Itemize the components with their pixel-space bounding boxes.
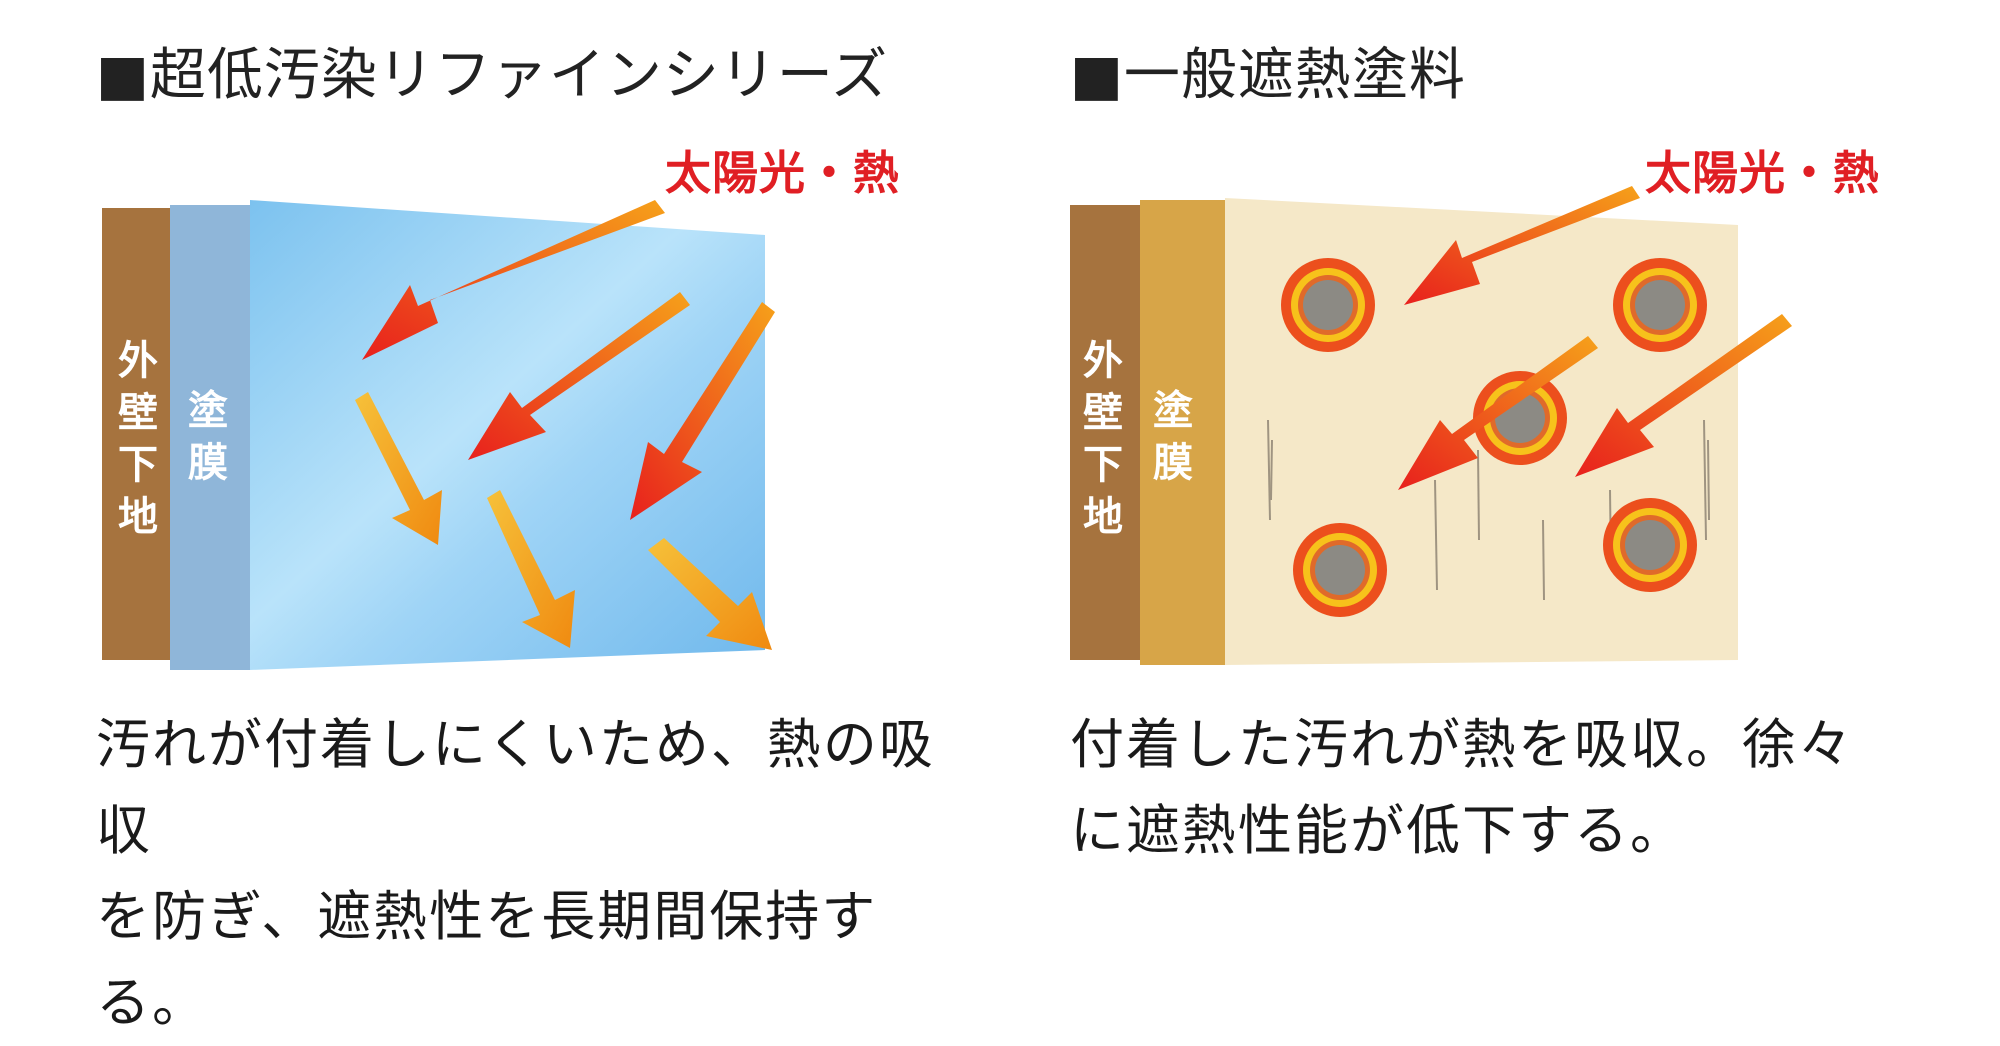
dirt-stain-icon bbox=[1281, 258, 1375, 352]
coating-layer bbox=[1140, 200, 1225, 665]
coating-label: 塗膜 bbox=[188, 388, 228, 486]
reflected-arrow-icon bbox=[355, 392, 442, 545]
dirt-stain-icon bbox=[1613, 258, 1707, 352]
heat-arrow-icon bbox=[468, 292, 690, 460]
dirt-stain-icon bbox=[1603, 498, 1697, 592]
sunlight-heat-label: 太陽光・熱 bbox=[1645, 146, 1880, 200]
wall-substrate bbox=[1070, 205, 1140, 660]
description-line: 汚れが付着しにくいため、熱の吸収 bbox=[96, 713, 935, 862]
heat-arrow-icon bbox=[1398, 336, 1598, 490]
description: 付着した汚れが熱を吸収。徐々 に遮熱性能が低下する。 bbox=[1070, 702, 1970, 874]
coating-layer bbox=[170, 205, 250, 670]
sunlight-heat-label: 太陽光・熱 bbox=[665, 146, 900, 200]
wall-substrate-label: 外壁下地 bbox=[118, 338, 158, 540]
refine-wall-diagram bbox=[102, 200, 775, 670]
heat-arrow-icon bbox=[630, 302, 775, 520]
heat-arrow-icon bbox=[1575, 314, 1792, 477]
reflected-arrow-icon bbox=[648, 538, 772, 650]
panel-refine-series: ■超低汚染リファインシリーズ 太陽光・熱 外壁下地 塗膜 汚れが付着しにくいため… bbox=[0, 0, 1000, 1035]
reflected-arrow-icon bbox=[487, 490, 575, 648]
description-line: を防ぎ、遮熱性を長期間保持する。 bbox=[96, 885, 878, 1034]
description: 汚れが付着しにくいため、熱の吸収 を防ぎ、遮熱性を長期間保持する。 bbox=[96, 702, 976, 1046]
panel-title: ■超低汚染リファインシリーズ bbox=[96, 43, 889, 108]
heat-arrow-icon bbox=[1404, 186, 1640, 305]
general-wall-diagram bbox=[1070, 186, 1792, 665]
wall-substrate bbox=[102, 208, 170, 660]
panel-general-heat-shield: ■一般遮熱塗料 太陽光・熱 外壁下地 塗膜 付着した汚れが熱を吸収。徐々 に遮熱… bbox=[1000, 0, 2000, 892]
description-line: に遮熱性能が低下する。 bbox=[1070, 799, 1686, 862]
wall-substrate-label: 外壁下地 bbox=[1083, 338, 1123, 540]
panel-title: ■一般遮熱塗料 bbox=[1070, 43, 1466, 108]
coating-label: 塗膜 bbox=[1153, 388, 1193, 486]
description-line: 付着した汚れが熱を吸収。徐々 bbox=[1070, 713, 1854, 776]
heat-arrow-icon bbox=[362, 200, 665, 360]
dirt-stain-icon bbox=[1293, 523, 1387, 617]
